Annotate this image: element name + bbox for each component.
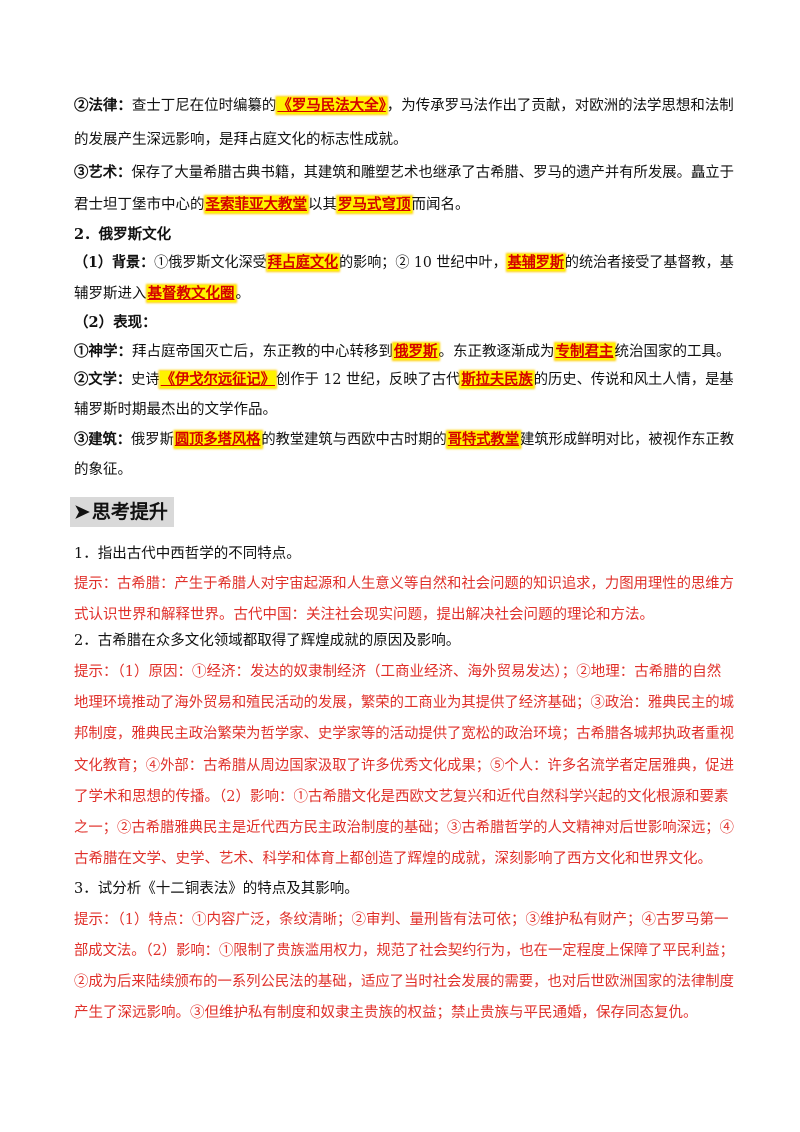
literature-label: ②文学： xyxy=(74,371,132,388)
background-text-4: 辅罗斯进入 xyxy=(74,286,147,302)
answer-1-line: 式认识世界和解释世界。古代中国：关注社会现实问题，提出解决社会问题的理论和方法。 xyxy=(74,607,654,623)
russia-heading: 2．俄罗斯文化 xyxy=(74,226,172,243)
highlight-gothic-church: 哥特式教堂 xyxy=(446,431,521,448)
answer-2-line: 了学术和思想的传播。（2）影响：①古希腊文化是西欧文艺复兴和近代自然科学兴起的文… xyxy=(74,789,729,805)
answer-2-line: 提示：（1）原因：①经济：发达的奴隶制经济（工商业经济、海外贸易发达）；②地理：… xyxy=(74,664,722,680)
theology-label: ①神学： xyxy=(74,343,132,360)
arrow-bullet-icon: ➤ xyxy=(74,501,90,523)
answer-3-line: 提示：（1）特点：①内容广泛，条纹清晰；②审判、量刑皆有法可依；③维护私有财产；… xyxy=(74,912,729,928)
art-label: ③艺术： xyxy=(74,164,132,181)
architecture-text: 俄罗斯 xyxy=(131,432,174,448)
architecture-text-2: 的教堂建筑与西欧中古时期的 xyxy=(261,432,447,448)
highlight-autocrat: 专制君主 xyxy=(554,343,615,360)
question-1: 1．指出古代中西哲学的不同特点。 xyxy=(74,546,301,562)
literature-text-2: 创作于 12 世纪，反映了古代 xyxy=(275,372,461,388)
background-text: ①俄罗斯文化深受 xyxy=(154,255,267,271)
section-title: 思考提升 xyxy=(91,501,168,523)
theology-line: ①神学：拜占庭帝国灭亡后，东正教的中心转移到俄罗斯。东正教逐渐成为专制君主统治国… xyxy=(74,342,734,362)
architecture-label: ③建筑： xyxy=(74,431,132,448)
background-line: （1）背景：①俄罗斯文化深受拜占庭文化的影响；② 10 世纪中叶，基辅罗斯的统治… xyxy=(74,253,734,273)
answer-2-line: 古希腊在文学、史学、艺术、科学和体育上都创造了辉煌的成就，深刻影响了西方文化和世… xyxy=(74,851,712,867)
answer-2-line: 文化教育；④外部：古希腊从周边国家汲取了许多优秀文化成果；⑤个人：许多名流学者定… xyxy=(74,758,734,774)
highlight-christian-sphere: 基督教文化圈 xyxy=(146,285,236,302)
art-text-2: 君士坦丁堡市中心的 xyxy=(74,197,205,213)
art-line: ③艺术：保存了大量希腊古典书籍，其建筑和雕塑艺术也继承了古希腊、罗马的遗产并有所… xyxy=(74,163,734,183)
answer-2-line: 邦制度，雅典民主政治繁荣为哲学家、史学家等的活动提供了宽松的政治环境；古希腊各城… xyxy=(74,726,734,742)
question-2: 2．古希腊在众多文化领域都取得了辉煌成就的原因及影响。 xyxy=(74,633,461,649)
architecture-line-2: 的象征。 xyxy=(74,462,132,478)
theology-text-2: 。东正教逐渐成为 xyxy=(438,344,555,360)
literature-text-3: 的历史、传说和风土人情，是基 xyxy=(533,372,734,388)
art-text-3: 以其 xyxy=(308,197,337,213)
performance-label: （2）表现： xyxy=(74,314,157,331)
answer-2-line: 之一；②古希腊雅典民主是近代西方民主政治制度的基础；③古希腊哲学的人文精神对后世… xyxy=(74,820,734,836)
literature-line-2: 辅罗斯时期最杰出的文学作品。 xyxy=(74,402,277,418)
highlight-slavic-people: 斯拉夫民族 xyxy=(460,371,534,388)
architecture-line: ③建筑：俄罗斯圆顶多塔风格的教堂建筑与西欧中古时期的哥特式教堂建筑形成鲜明对比，… xyxy=(74,430,734,450)
literature-line: ②文学：史诗《伊戈尔远征记》创作于 12 世纪，反映了古代斯拉夫民族的历史、传说… xyxy=(74,370,734,390)
highlight-byzantine-culture: 拜占庭文化 xyxy=(266,254,340,271)
answer-1-line: 提示：古希腊：产生于希腊人对宇宙起源和人生意义等自然和社会问题的知识追求，力图用… xyxy=(74,576,734,592)
law-text-2: ，为传承罗马法作出了贡献，对欧洲的法学思想和法制 xyxy=(386,98,734,114)
highlight-dome-tower-style: 圆顶多塔风格 xyxy=(173,431,262,448)
background-label: （1）背景： xyxy=(74,254,155,271)
highlight-roman-civil-law: 《罗马民法大全》 xyxy=(276,97,387,114)
art-line-2: 君士坦丁堡市中心的圣索菲亚大教堂以其罗马式穹顶而闻名。 xyxy=(74,195,734,215)
highlight-russia: 俄罗斯 xyxy=(393,343,439,360)
theology-text: 拜占庭帝国灭亡后，东正教的中心转移到 xyxy=(132,344,393,360)
law-text: 查士丁尼在位时编纂的 xyxy=(131,98,277,114)
highlight-roman-dome: 罗马式穹顶 xyxy=(337,196,412,213)
answer-3-line: 产生了深远影响。③但维护私有制度和奴隶主贵族的权益；禁止贵族与平民通婚，保存同态… xyxy=(74,1005,698,1021)
answer-3-line: ②成为后来陆续颁布的一系列公民法的基础，适应了当时社会发展的需要，也对后世欧洲国… xyxy=(74,974,734,990)
highlight-igor-campaign: 《伊戈尔远征记》 xyxy=(159,371,276,388)
background-line-2: 辅罗斯进入基督教文化圈。 xyxy=(74,284,734,304)
answer-3-line: 部成文法。（2）影响：①限制了贵族滥用权力，规范了社会契约行为，也在一定程度上保… xyxy=(74,943,734,959)
background-text-2: 的影响；② 10 世纪中叶， xyxy=(339,255,507,271)
literature-text: 史诗 xyxy=(131,372,160,388)
highlight-kievan-rus: 基辅罗斯 xyxy=(506,254,565,271)
architecture-text-3: 建筑形成鲜明对比，被视作东正教 xyxy=(520,432,734,448)
background-text-5: 。 xyxy=(235,286,251,302)
section-heading: ➤思考提升 xyxy=(70,497,174,527)
law-line-2: 的发展产生深远影响，是拜占庭文化的标志性成就。 xyxy=(74,132,408,148)
background-text-3: 的统治者接受了基督教，基 xyxy=(564,255,734,271)
art-text: 保存了大量希腊古典书籍，其建筑和雕塑艺术也继承了古希腊、罗马的遗产并有所发展。矗… xyxy=(131,165,734,181)
art-text-4: 而闻名。 xyxy=(411,197,470,213)
answer-2-line: 地理环境推动了海外贸易和殖民活动的发展，繁荣的工商业为其提供了经济基础；③政治：… xyxy=(74,695,734,711)
law-label: ②法律： xyxy=(74,97,132,114)
theology-text-3: 统治国家的工具。 xyxy=(614,344,731,360)
highlight-hagia-sophia: 圣索菲亚大教堂 xyxy=(204,196,308,213)
question-3: 3．试分析《十二铜表法》的特点及其影响。 xyxy=(74,881,359,897)
law-line: ②法律：查士丁尼在位时编纂的《罗马民法大全》，为传承罗马法作出了贡献，对欧洲的法… xyxy=(74,96,734,116)
